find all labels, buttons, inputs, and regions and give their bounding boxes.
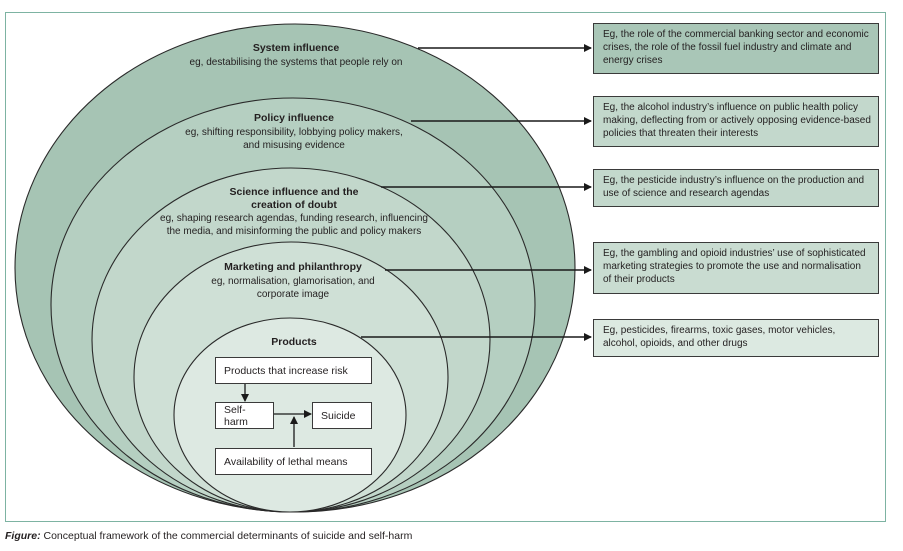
ring-science-desc-1: eg, shaping research agendas, funding re…: [160, 213, 428, 224]
caption-text: Conceptual framework of the commercial d…: [40, 530, 413, 542]
ring-products-title: Products: [271, 336, 317, 348]
flow-box-products-risk: Products that increase risk: [215, 357, 372, 384]
example-box-science: Eg, the pesticide industry’s influence o…: [593, 169, 879, 207]
ring-science-title-2: creation of doubt: [251, 199, 337, 211]
example-box-marketing: Eg, the gambling and opioid industries’ …: [593, 242, 879, 294]
figure-caption: Figure: Conceptual framework of the comm…: [5, 530, 412, 542]
ring-marketing-desc-1: eg, normalisation, glamorisation, and: [211, 276, 374, 287]
caption-lead: Figure:: [5, 530, 41, 542]
ring-marketing-title: Marketing and philanthropy: [224, 261, 362, 273]
example-box-system: Eg, the role of the commercial banking s…: [593, 23, 879, 74]
flow-box-self-harm: Self-harm: [215, 402, 274, 429]
ring-system-desc: eg, destabilising the systems that peopl…: [190, 57, 403, 68]
ring-science-desc-2: the media, and misinforming the public a…: [167, 226, 422, 237]
example-box-products: Eg, pesticides, firearms, toxic gases, m…: [593, 319, 879, 357]
ring-policy-title: Policy influence: [254, 112, 334, 124]
ring-policy-desc-2: and misusing evidence: [243, 140, 345, 151]
ring-policy-desc-1: eg, shifting responsibility, lobbying po…: [185, 127, 403, 138]
ring-science-title-1: Science influence and the: [230, 186, 359, 198]
example-box-policy: Eg, the alcohol industry’s influence on …: [593, 96, 879, 147]
flow-box-lethal-means: Availability of lethal means: [215, 448, 372, 475]
ring-marketing-desc-2: corporate image: [257, 289, 330, 300]
ring-system-title: System influence: [253, 42, 340, 54]
flow-box-suicide: Suicide: [312, 402, 372, 429]
